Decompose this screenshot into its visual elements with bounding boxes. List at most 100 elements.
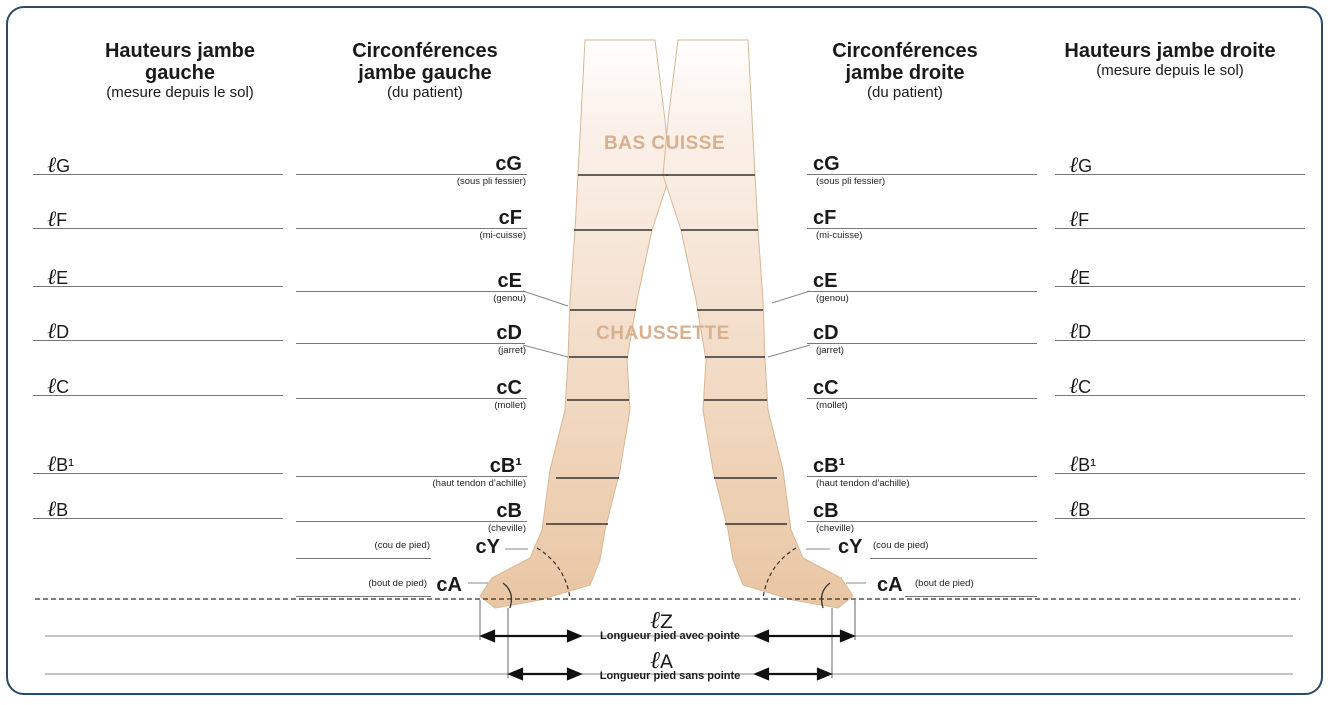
circ-note-right: (cheville)	[816, 523, 854, 534]
circ-note-left: (haut tendon d’achille)	[433, 478, 526, 489]
height-field-line-left[interactable]	[33, 340, 283, 341]
height-label-right: ℓB	[1069, 500, 1090, 520]
height-label-right: ℓF	[1069, 210, 1089, 230]
circ-field-line-right[interactable]	[905, 596, 1037, 597]
length-a-desc: Longueur pied sans pointe	[585, 670, 755, 682]
height-field-line-left[interactable]	[33, 395, 283, 396]
height-label-right: ℓD	[1069, 322, 1091, 342]
height-label-left: ℓB	[47, 500, 68, 520]
circ-label-left: cB¹	[490, 455, 522, 477]
circ-field-line-left[interactable]	[296, 476, 527, 477]
circ-field-line-left[interactable]	[296, 291, 525, 292]
height-label-left: ℓE	[47, 268, 68, 288]
left-heights-header: Hauteurs jambe gauche (mesure depuis le …	[70, 40, 290, 102]
right-heights-title: Hauteurs jambe droite	[1060, 40, 1280, 62]
circ-note-right: (haut tendon d’achille)	[816, 478, 909, 489]
circ-field-line-left[interactable]	[296, 343, 525, 344]
circ-note-right: (mollet)	[816, 400, 848, 411]
circ-field-line-left[interactable]	[296, 228, 527, 229]
right-heights-header: Hauteurs jambe droite (mesure depuis le …	[1060, 40, 1280, 80]
circ-field-line-left[interactable]	[296, 596, 431, 597]
circ-note-right: (jarret)	[816, 345, 844, 356]
height-label-left: ℓD	[47, 322, 69, 342]
left-circ-header: Circonférences jambe gauche (du patient)	[325, 40, 525, 102]
height-code: C	[56, 377, 69, 397]
circ-label-right: cG	[813, 153, 840, 175]
circ-field-line-right[interactable]	[807, 521, 1037, 522]
circ-note-left: (cou de pied)	[375, 540, 430, 551]
height-label-right: ℓG	[1069, 156, 1092, 176]
circ-note-right: (mi-cuisse)	[816, 230, 862, 241]
circ-label-left: cA	[436, 574, 462, 596]
height-field-line-right[interactable]	[1055, 340, 1305, 341]
height-code: F	[56, 210, 67, 230]
circ-note-left: (mi-cuisse)	[480, 230, 526, 241]
circ-field-line-left[interactable]	[296, 558, 431, 559]
length-z-desc: Longueur pied avec pointe	[585, 630, 755, 642]
height-field-line-left[interactable]	[33, 174, 283, 175]
circ-field-line-left[interactable]	[296, 398, 527, 399]
height-label-left: ℓG	[47, 156, 70, 176]
height-field-line-right[interactable]	[1055, 395, 1305, 396]
left-circ-title: Circonférences jambe gauche	[325, 40, 525, 84]
circ-label-left: cY	[476, 536, 500, 558]
circ-label-right: cE	[813, 270, 837, 292]
left-heights-title: Hauteurs jambe gauche	[70, 40, 290, 84]
circ-field-line-right[interactable]	[807, 398, 1037, 399]
circ-label-right: cY	[838, 536, 862, 558]
circ-field-line-right[interactable]	[807, 291, 1037, 292]
circ-label-left: cC	[496, 377, 522, 399]
height-field-line-left[interactable]	[33, 228, 283, 229]
circ-label-left: cD	[496, 322, 522, 344]
height-field-line-left[interactable]	[33, 286, 283, 287]
height-code: D	[56, 322, 69, 342]
height-field-line-right[interactable]	[1055, 518, 1305, 519]
circ-label-right: cD	[813, 322, 839, 344]
circ-field-line-right[interactable]	[807, 476, 1037, 477]
circ-field-line-right[interactable]	[807, 343, 1037, 344]
left-circ-sub: (du patient)	[325, 84, 525, 102]
circ-field-line-left[interactable]	[296, 174, 527, 175]
height-label-left: ℓC	[47, 377, 69, 397]
height-field-line-right[interactable]	[1055, 286, 1305, 287]
circ-label-right: cC	[813, 377, 839, 399]
height-code: B¹	[1078, 455, 1096, 475]
circ-field-line-left[interactable]	[296, 521, 527, 522]
circ-note-left: (mollet)	[494, 400, 526, 411]
height-label-right: ℓC	[1069, 377, 1091, 397]
height-field-line-right[interactable]	[1055, 473, 1305, 474]
circ-note-left: (sous pli fessier)	[457, 176, 526, 187]
left-heights-sub: (mesure depuis le sol)	[70, 84, 290, 102]
height-label-left: ℓF	[47, 210, 67, 230]
height-code: D	[1078, 322, 1091, 342]
right-circ-sub: (du patient)	[805, 84, 1005, 102]
height-label-right: ℓE	[1069, 268, 1090, 288]
height-code: F	[1078, 210, 1089, 230]
circ-label-left: cG	[495, 153, 522, 175]
height-field-line-right[interactable]	[1055, 228, 1305, 229]
height-field-line-right[interactable]	[1055, 174, 1305, 175]
circ-field-line-right[interactable]	[807, 174, 1037, 175]
circ-label-left: cF	[499, 207, 522, 229]
circ-note-left: (genou)	[493, 293, 526, 304]
height-code: B	[56, 500, 68, 520]
height-code: G	[1078, 156, 1092, 176]
circ-label-right: cF	[813, 207, 836, 229]
zone-sock-label: CHAUSSETTE	[596, 323, 730, 345]
circ-label-right: cB¹	[813, 455, 845, 477]
circ-label-left: cE	[498, 270, 522, 292]
circ-note-left: (bout de pied)	[368, 578, 427, 589]
circ-note-left: (jarret)	[498, 345, 526, 356]
height-code: G	[56, 156, 70, 176]
circ-field-line-right[interactable]	[807, 228, 1037, 229]
height-label-left: ℓB¹	[47, 455, 74, 475]
circ-note-right: (sous pli fessier)	[816, 176, 885, 187]
height-code: E	[56, 268, 68, 288]
right-circ-title: Circonférences jambe droite	[805, 40, 1005, 84]
right-circ-header: Circonférences jambe droite (du patient)	[805, 40, 1005, 102]
height-field-line-left[interactable]	[33, 518, 283, 519]
height-code: E	[1078, 268, 1090, 288]
height-field-line-left[interactable]	[33, 473, 283, 474]
circ-field-line-right[interactable]	[870, 558, 1037, 559]
